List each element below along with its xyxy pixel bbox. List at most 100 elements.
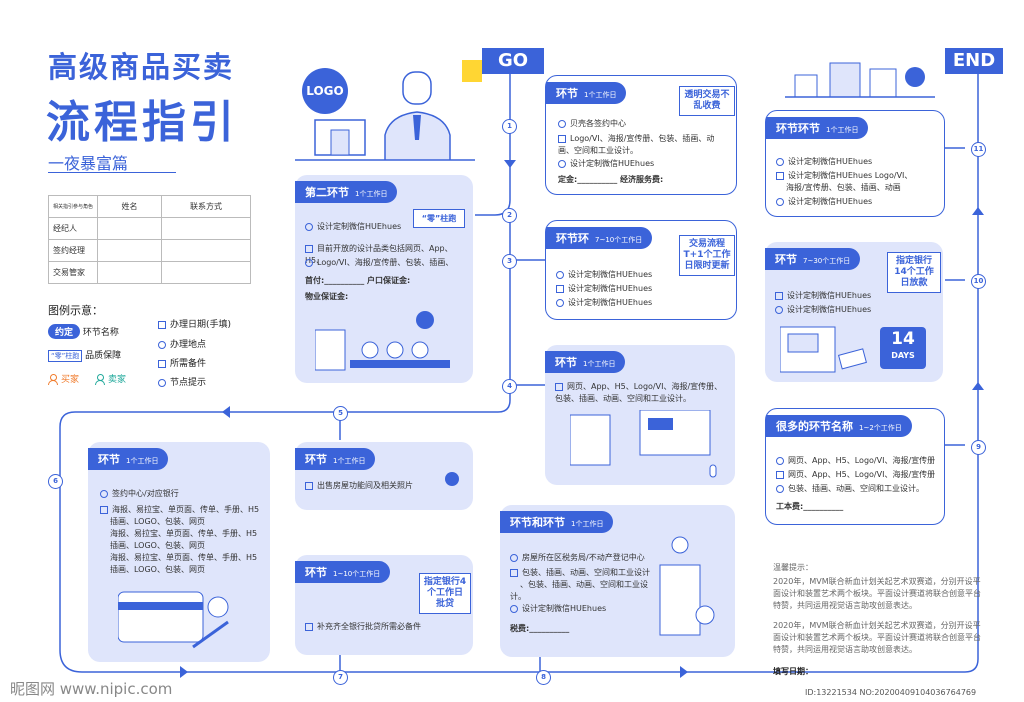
step-10-number: 10 xyxy=(971,274,986,289)
step-9-fees: 工本费:__________ xyxy=(776,502,844,511)
document-icon xyxy=(158,359,166,368)
watermark-id: ID:13221534 NO:20200409104036764769 xyxy=(805,688,977,697)
step-4-number: 4 xyxy=(502,379,517,394)
col-contact: 联系方式 xyxy=(161,195,251,218)
contact-cell[interactable] xyxy=(161,261,251,284)
role-butler: 交易管家 xyxy=(48,261,98,284)
name-cell[interactable] xyxy=(97,217,162,240)
step-1-docs: Logo/VI、海报/宣传册、包装、插画、动画、空间和工业设计。 xyxy=(558,134,715,155)
step-3-tip-0: 设计定制微信HUEhues xyxy=(568,270,653,279)
step-1-tip: 设计定制微信HUEhues xyxy=(570,159,655,168)
step-6-doc-6: 插画、LOGO、包装、网页 xyxy=(110,565,205,574)
legend-docs-label: 所需备件 xyxy=(170,359,207,369)
step-2-fee2: 户口保证金: xyxy=(367,276,411,285)
step-10-line-b: 设计定制微信HUEhues xyxy=(787,305,872,314)
document-icon xyxy=(100,505,108,514)
page-subtitle: 一夜暴富篇 xyxy=(48,154,129,173)
legend-badge: “零”柱跑 xyxy=(48,350,83,362)
document-icon xyxy=(305,244,313,253)
step-9-line-2: 包装、插画、动画、空间和工业设计。 xyxy=(776,483,924,495)
step-2-tip: 设计定制微信HUEhues xyxy=(317,222,402,231)
step-6-line-0: 签约中心/对应银行 xyxy=(100,488,179,500)
legend-tip: 节点提示 xyxy=(158,375,206,388)
step-7-days: 1~10个工作日 xyxy=(333,570,381,578)
step-1-days: 1个工作日 xyxy=(584,91,617,99)
step-1-line-2: 设计定制微信HUEhues xyxy=(558,158,654,170)
name-cell[interactable] xyxy=(97,239,162,262)
role-broker: 经纪人 xyxy=(48,217,98,240)
building-illustration xyxy=(659,536,715,636)
contact-cell[interactable] xyxy=(161,217,251,240)
page-title-line1: 高级商品买卖 xyxy=(48,50,235,84)
step-7-docs: 补充齐全银行批贷所需必备件 xyxy=(317,622,421,631)
legend-tip-label: 节点提示 xyxy=(170,378,207,388)
name-cell[interactable] xyxy=(97,261,162,284)
step-5-docs: 出售房屋功能间及相关照片 xyxy=(317,481,413,490)
legend-pill: 约定 xyxy=(48,324,81,339)
step-6-doc-4: 插画、LOGO、包装、网页 xyxy=(110,541,205,550)
location-icon xyxy=(558,119,566,128)
end-flag: END xyxy=(945,48,1003,74)
step-6-docs: 海报、易拉宝、单页面、传单、手册、H5 插画、LOGO、包装、网页 海报、易拉宝… xyxy=(100,504,265,576)
step-1-fee2: 经济服务费: xyxy=(620,175,664,184)
watermark-site: 昵图网 www.nipic.com xyxy=(10,680,173,698)
step-11-line-d: 设计定制微信HUEhues xyxy=(788,197,873,206)
info-icon xyxy=(776,197,784,206)
subtitle-underline xyxy=(48,172,176,173)
sign-date-label: 填写日期： xyxy=(773,667,813,676)
contact-cell[interactable] xyxy=(161,239,251,262)
step-3-line-1: 设计定制微信HUEhues xyxy=(556,283,652,295)
step-3-line-2: 设计定制微信HUEhues xyxy=(556,297,652,309)
page-title-line2: 流程指引 xyxy=(46,97,238,148)
step-1-fees: 定金:__________ 经济服务费: xyxy=(558,175,664,184)
step-6-days: 1个工作日 xyxy=(126,457,159,465)
step-5-line-0: 出售房屋功能间及相关照片 xyxy=(305,480,413,492)
step-8-place: 房屋所在区税务局/不动产登记中心 xyxy=(522,553,645,562)
step-6-number: 6 xyxy=(48,474,63,489)
step-6-doc-3: 海报、易拉宝、单页面、传单、手册、H5 xyxy=(110,529,258,538)
document-icon xyxy=(305,481,313,490)
step-6-place: 签约中心/对应银行 xyxy=(112,489,179,498)
step-5-title: 环节 xyxy=(305,453,327,466)
step-3-tip-1: 设计定制微信HUEhues xyxy=(568,284,653,293)
info-icon xyxy=(556,298,564,307)
document-icon xyxy=(558,134,566,143)
location-icon xyxy=(100,489,108,498)
step-10-line-a: 设计定制微信HUEhues xyxy=(787,291,872,300)
legend-buyer-label: 买家 xyxy=(61,375,80,385)
step-11-days: 1个工作日 xyxy=(826,126,859,134)
days-calendar: 14 DAYS xyxy=(880,327,926,369)
step-2-docs-1: 目前开放的设计品类包括网页、App、H5、 xyxy=(305,244,453,265)
buyer-icon xyxy=(48,374,58,385)
step-11-line-a: 设计定制微信HUEhues xyxy=(788,157,873,166)
step-9-line-0: 网页、App、H5、Logo/VI、海报/宣传册 xyxy=(776,455,935,467)
location-icon xyxy=(776,456,784,465)
step-8-number: 8 xyxy=(536,670,551,685)
step-10-badge: 指定银行14个工作日放款 xyxy=(887,252,941,293)
legend-place-label: 办理地点 xyxy=(170,340,207,350)
seller-icon xyxy=(95,374,105,385)
city-illustration xyxy=(785,62,935,98)
step-6-doc-2: 插画、LOGO、包装、网页 xyxy=(110,517,205,526)
legend-date-label: 办理日期(手填) xyxy=(170,320,232,330)
location-icon xyxy=(776,157,784,166)
step-7-badge: 指定银行4个工作日批贷 xyxy=(419,573,471,614)
step-10-line-1: 设计定制微信HUEhues xyxy=(775,304,871,316)
step-9-line-c: 包装、插画、动画、空间和工业设计。 xyxy=(788,484,924,493)
clock-icon xyxy=(305,258,313,267)
